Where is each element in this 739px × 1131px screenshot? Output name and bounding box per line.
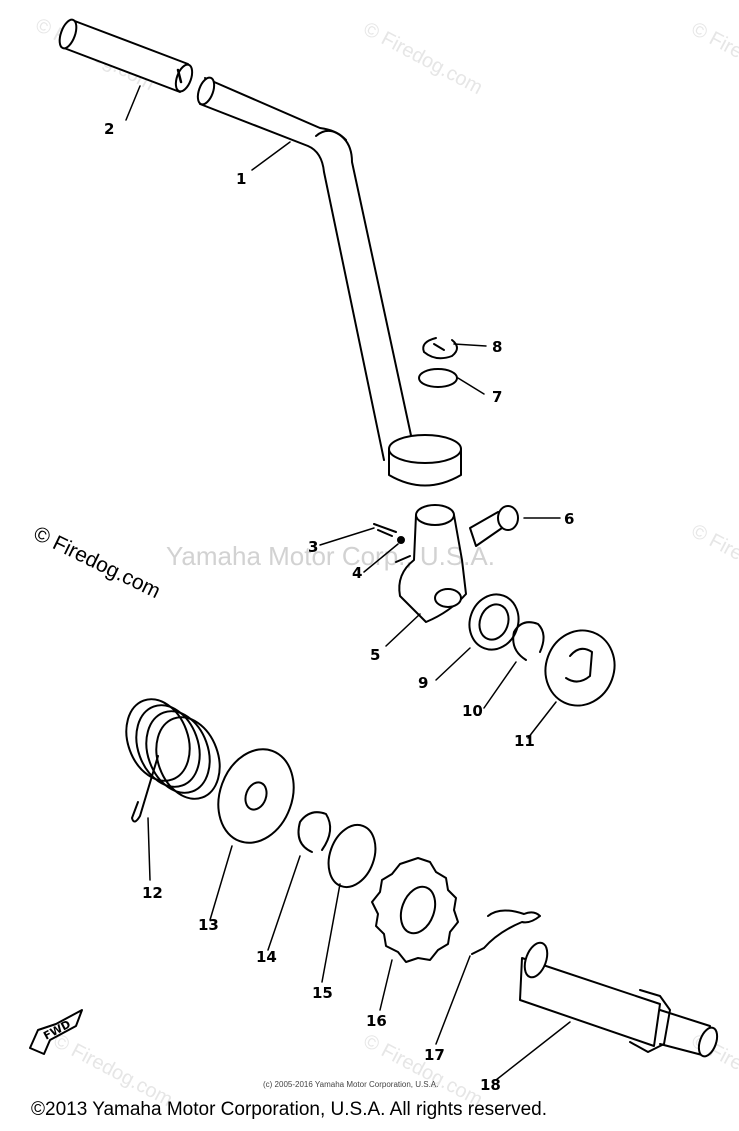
part-3-pin <box>373 523 397 537</box>
callout-numbers: 1 2 3 4 5 6 7 8 9 10 11 12 13 14 15 16 1… <box>104 120 574 1094</box>
part-13-plate <box>217 748 295 844</box>
callout-14: 14 <box>256 948 277 966</box>
part-11-cover <box>544 629 616 707</box>
callout-4: 4 <box>352 564 362 582</box>
part-4-ball <box>397 536 405 544</box>
callout-15: 15 <box>312 984 333 1002</box>
callout-3: 3 <box>308 538 318 556</box>
part-2-grip <box>58 18 194 93</box>
small-copyright-credit: (c) 2005-2016 Yamaha Motor Corporation, … <box>263 1080 439 1089</box>
callout-2: 2 <box>104 120 114 138</box>
part-8-clip <box>422 337 458 360</box>
watermark-center: Yamaha Motor Corp., U.S.A. <box>166 541 495 571</box>
footer-copyright: ©2013 Yamaha Motor Corporation, U.S.A. A… <box>31 1099 547 1120</box>
callout-10: 10 <box>462 702 483 720</box>
part-18-axle <box>519 941 719 1058</box>
callout-17: 17 <box>424 1046 445 1064</box>
leader-lines <box>125 85 571 1081</box>
part-5-boss <box>395 504 467 623</box>
callout-12: 12 <box>142 884 163 902</box>
part-16-gear <box>371 857 459 963</box>
part-1-kick-crank <box>196 76 462 487</box>
part-7-washer <box>418 368 458 388</box>
callout-5: 5 <box>370 646 380 664</box>
callout-8: 8 <box>492 338 502 356</box>
callout-13: 13 <box>198 916 219 934</box>
fwd-label: FWD <box>41 1018 73 1043</box>
part-6-bolt <box>469 505 519 547</box>
part-17-clip <box>471 909 541 955</box>
part-10-circlip <box>512 621 545 661</box>
callout-6: 6 <box>564 510 574 528</box>
part-14-circlip <box>297 811 332 853</box>
part-12-spring <box>125 698 221 823</box>
callout-9: 9 <box>418 674 428 692</box>
callout-11: 11 <box>514 732 535 750</box>
part-15-washer <box>327 824 377 888</box>
callout-18: 18 <box>480 1076 501 1094</box>
part-9-seal <box>468 593 520 651</box>
callout-1: 1 <box>236 170 246 188</box>
callout-16: 16 <box>366 1012 387 1030</box>
fwd-arrow-icon <box>29 1009 83 1055</box>
callout-7: 7 <box>492 388 502 406</box>
